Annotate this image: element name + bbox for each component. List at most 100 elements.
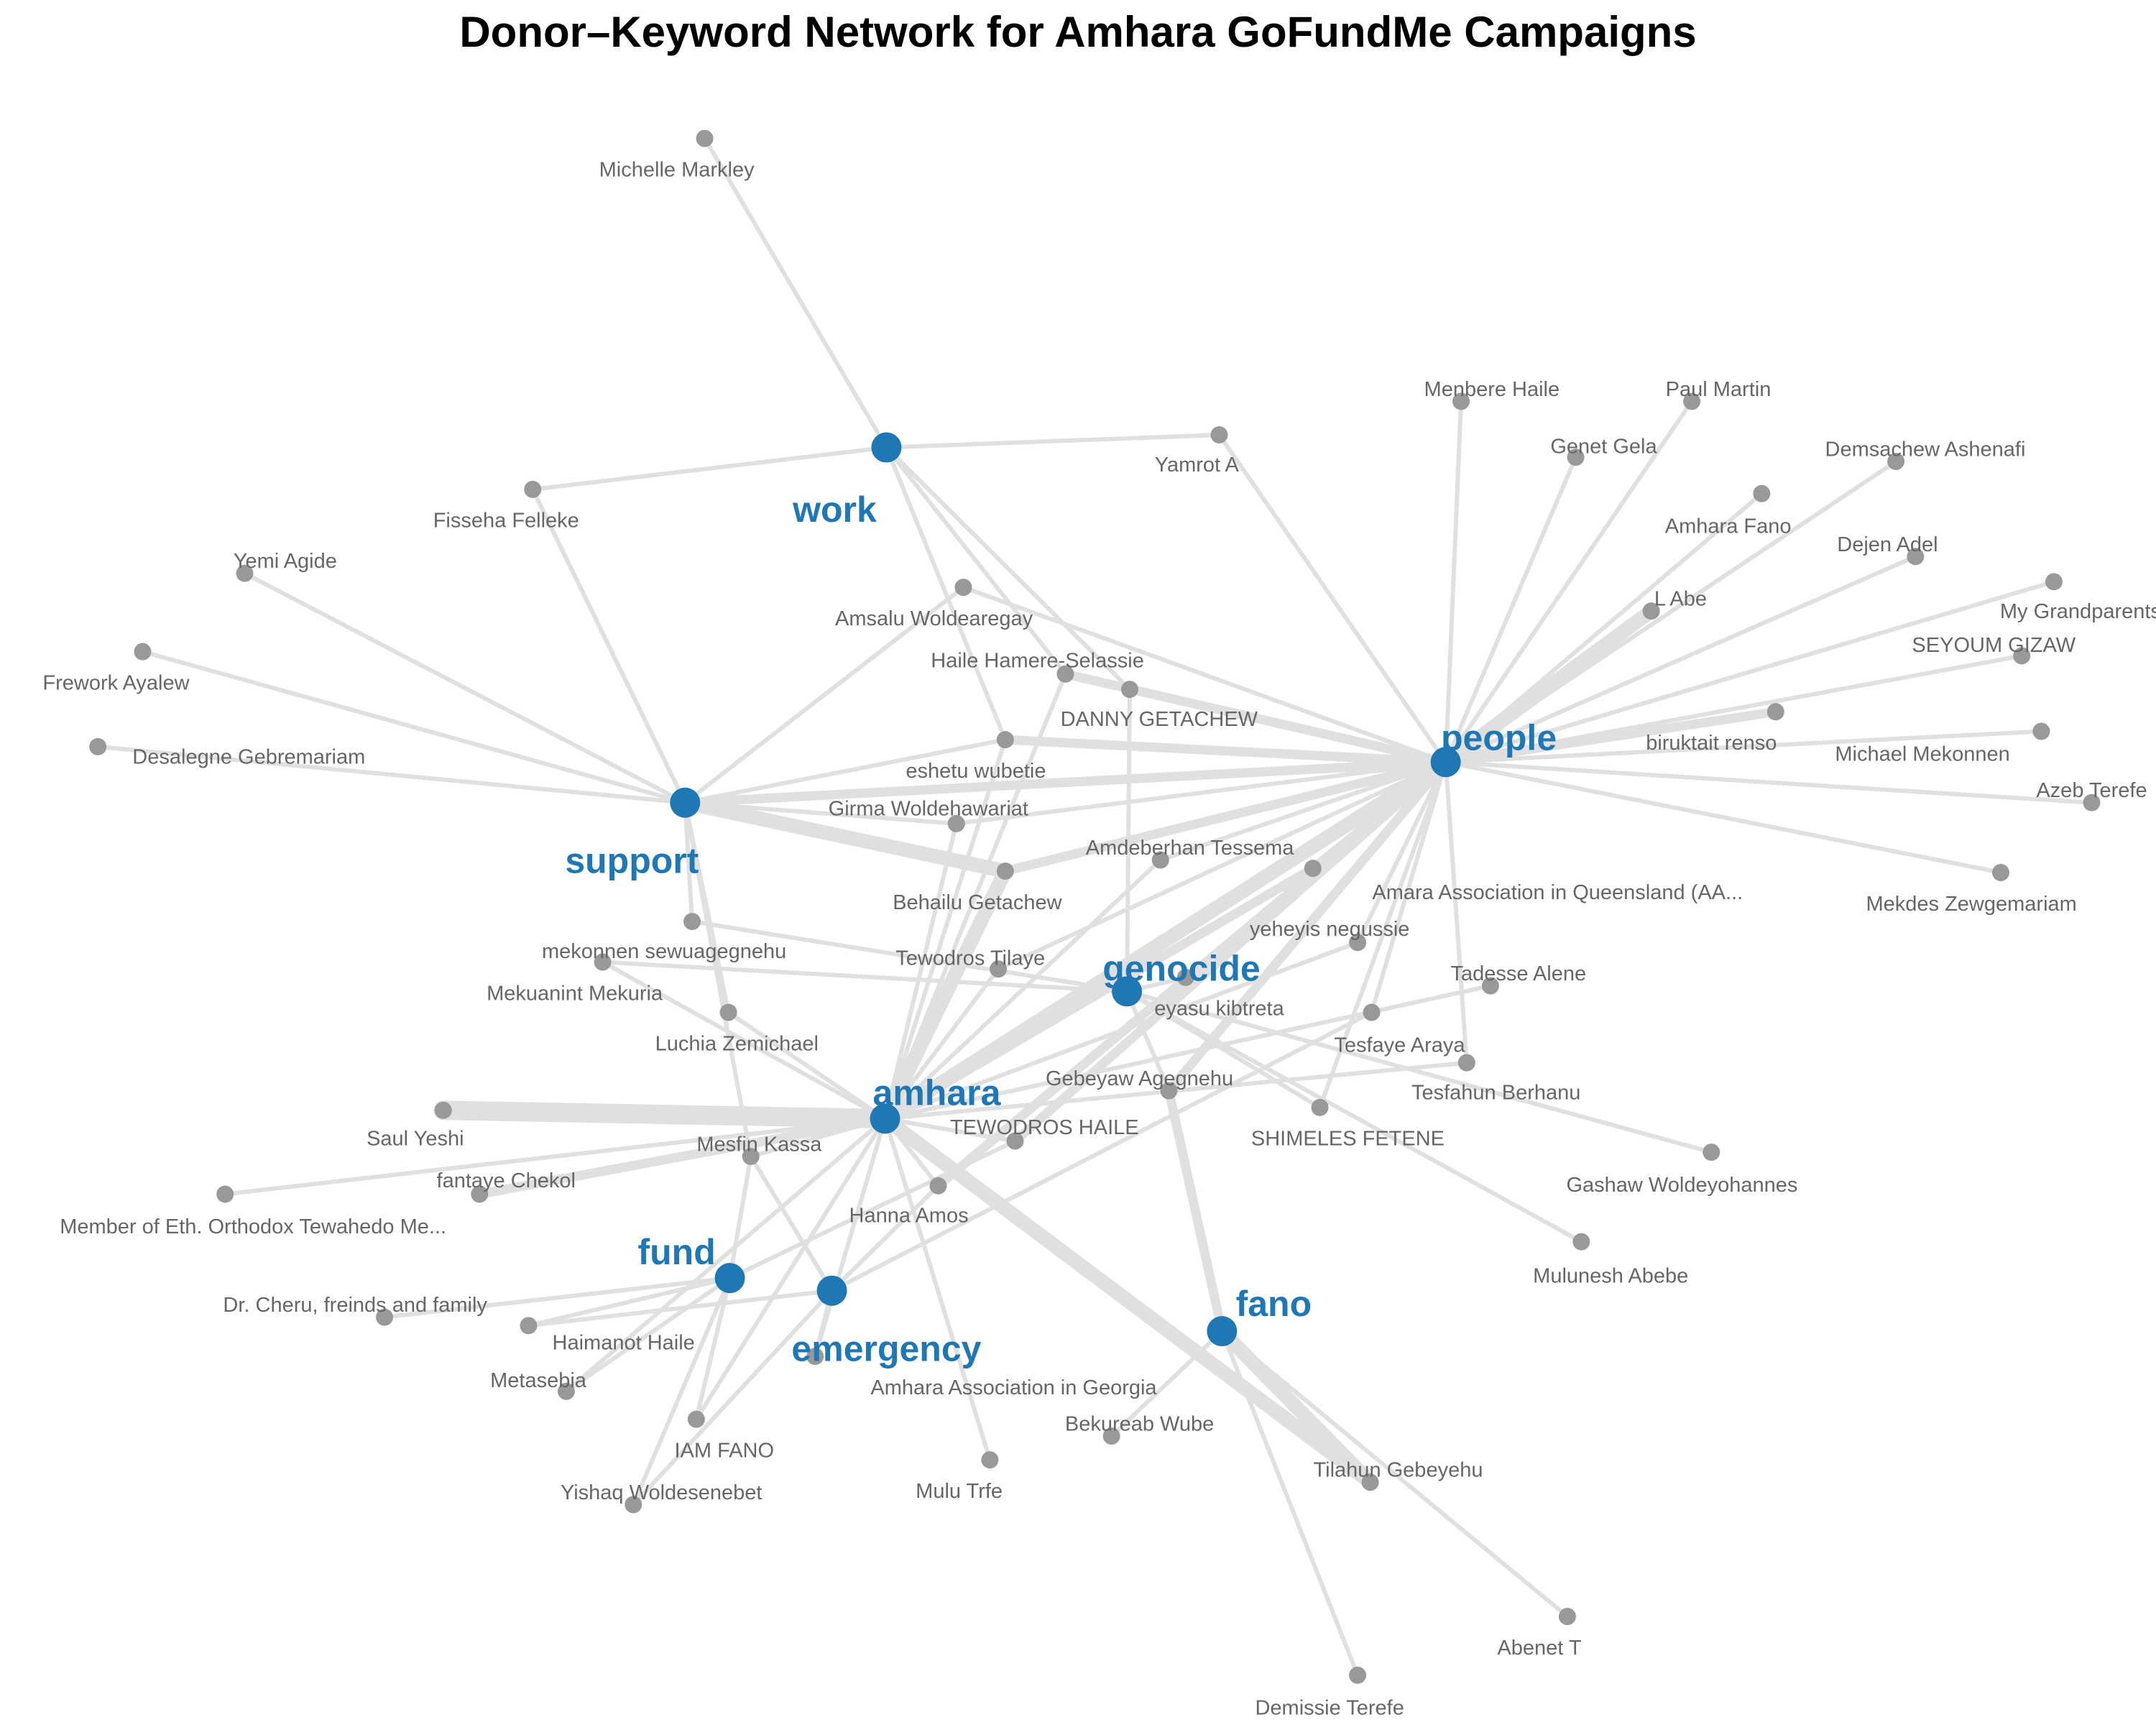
donor-node[interactable] [1992,863,2010,881]
donor-node[interactable] [2083,794,2101,811]
donor-node[interactable] [1481,977,1499,995]
donor-node[interactable] [1102,1427,1120,1445]
donor-node[interactable] [981,1451,999,1469]
keyword-node-fano[interactable] [1207,1316,1238,1347]
edge-d35-people [1369,760,1448,1015]
edge-d56-fano [1220,1329,1570,1619]
edge-d44-amhara [223,1116,888,1197]
donor-node[interactable] [134,643,152,661]
donor-label: yeheyis negussie [1250,918,1409,941]
donor-node[interactable] [683,913,701,931]
donor-node[interactable] [687,1410,705,1428]
donor-node[interactable] [1304,860,1322,878]
edge-d26-amhara [877,864,1013,1126]
keyword-node-emergency[interactable] [816,1275,847,1306]
edge-d48-emergency [526,1288,834,1328]
donor-node[interactable] [1361,1473,1379,1491]
edge-d55-fund [631,1276,732,1507]
donor-node[interactable] [996,731,1014,749]
edge-d26-people [1000,757,1451,876]
keyword-node-support[interactable] [670,787,701,818]
donor-node[interactable] [1887,453,1905,471]
donor-node[interactable] [594,953,612,971]
donor-node[interactable] [996,862,1014,880]
donor-node[interactable] [2032,722,2050,740]
donor-node[interactable] [742,1147,760,1165]
edge-d23-support [683,737,1008,805]
donor-node[interactable] [1457,1054,1475,1072]
donor-node[interactable] [1006,1132,1024,1150]
donor-node[interactable] [557,1382,575,1400]
donor-node[interactable] [806,1348,824,1366]
donor-node[interactable] [1703,1144,1720,1162]
donor-node[interactable] [1120,681,1138,699]
edge-d36-genocide [1125,989,1171,1093]
edge-d9-people [1443,554,1918,765]
donor-node[interactable] [1572,1233,1590,1251]
keyword-node-amhara[interactable] [870,1103,900,1134]
donor-label: Yamrot A [1155,454,1240,477]
donor-node[interactable] [625,1496,642,1514]
edge-d54-amhara [883,1116,992,1463]
edge-d49-amhara [813,1116,888,1359]
keyword-node-genocide[interactable] [1112,976,1143,1007]
donor-node[interactable] [1151,851,1169,869]
keyword-label-genocide: genocide [1102,948,1260,988]
donor-node[interactable] [434,1101,452,1119]
edge-d30-genocide [600,960,1130,994]
donor-node[interactable] [471,1185,489,1203]
donor-node[interactable] [954,579,972,597]
donor-node[interactable] [1907,548,1925,566]
donor-node[interactable] [929,1177,947,1195]
edge-d23-work [884,445,1008,742]
donor-label: Amsalu Woldearegay [835,607,1033,630]
donor-node[interactable] [1683,392,1701,410]
edge-d25-amhara [883,857,1163,1121]
donor-node[interactable] [719,1003,737,1021]
donor-node[interactable] [1642,602,1660,620]
donor-node[interactable] [1349,934,1367,952]
edge-d31-people [996,760,1448,972]
donor-node[interactable] [947,814,965,832]
donor-node[interactable] [520,1317,538,1335]
donor-node[interactable] [1160,1082,1178,1100]
donor-label: Luchia Zemichael [655,1032,819,1055]
keyword-label-fano: fano [1236,1284,1312,1324]
donor-node[interactable] [1567,448,1585,466]
donor-node[interactable] [1311,1098,1329,1116]
donor-label: Fisseha Felleke [433,510,579,533]
donor-node[interactable] [89,737,107,755]
keyword-label-people: people [1441,717,1557,758]
donor-node[interactable] [236,564,254,582]
edge-d48-fund [526,1276,732,1328]
keyword-node-work[interactable] [871,432,902,463]
donor-node[interactable] [990,960,1008,978]
edge-d28-support [683,800,695,924]
donor-node[interactable] [1056,665,1074,683]
donor-node[interactable] [1766,703,1784,721]
donor-label: Michelle Markley [599,158,755,181]
edge-d22-people [1127,687,1448,765]
edge-d18-support [140,649,688,805]
donor-label: biruktait renso [1646,732,1777,755]
keyword-label-amhara: amhara [873,1072,1002,1113]
keyword-label-work: work [792,489,877,530]
donor-label: Tesfaye Araya [1334,1034,1465,1057]
donor-node[interactable] [696,129,714,147]
donor-node[interactable] [1452,392,1470,410]
keyword-node-people[interactable] [1430,747,1461,778]
donor-node[interactable] [524,480,542,498]
donor-label: Abenet T [1497,1637,1581,1660]
donor-node[interactable] [1349,1666,1367,1684]
donor-node[interactable] [2013,647,2031,665]
donor-node[interactable] [2045,573,2063,591]
donor-node[interactable] [376,1308,394,1326]
donor-node[interactable] [1753,484,1771,502]
donor-node[interactable] [216,1185,234,1203]
donor-node[interactable] [1363,1003,1381,1021]
edge-d3-work [530,445,889,492]
donor-node[interactable] [1558,1607,1576,1625]
donor-node[interactable] [1176,968,1194,986]
donor-node[interactable] [1210,426,1228,444]
keyword-node-fund[interactable] [714,1263,745,1294]
